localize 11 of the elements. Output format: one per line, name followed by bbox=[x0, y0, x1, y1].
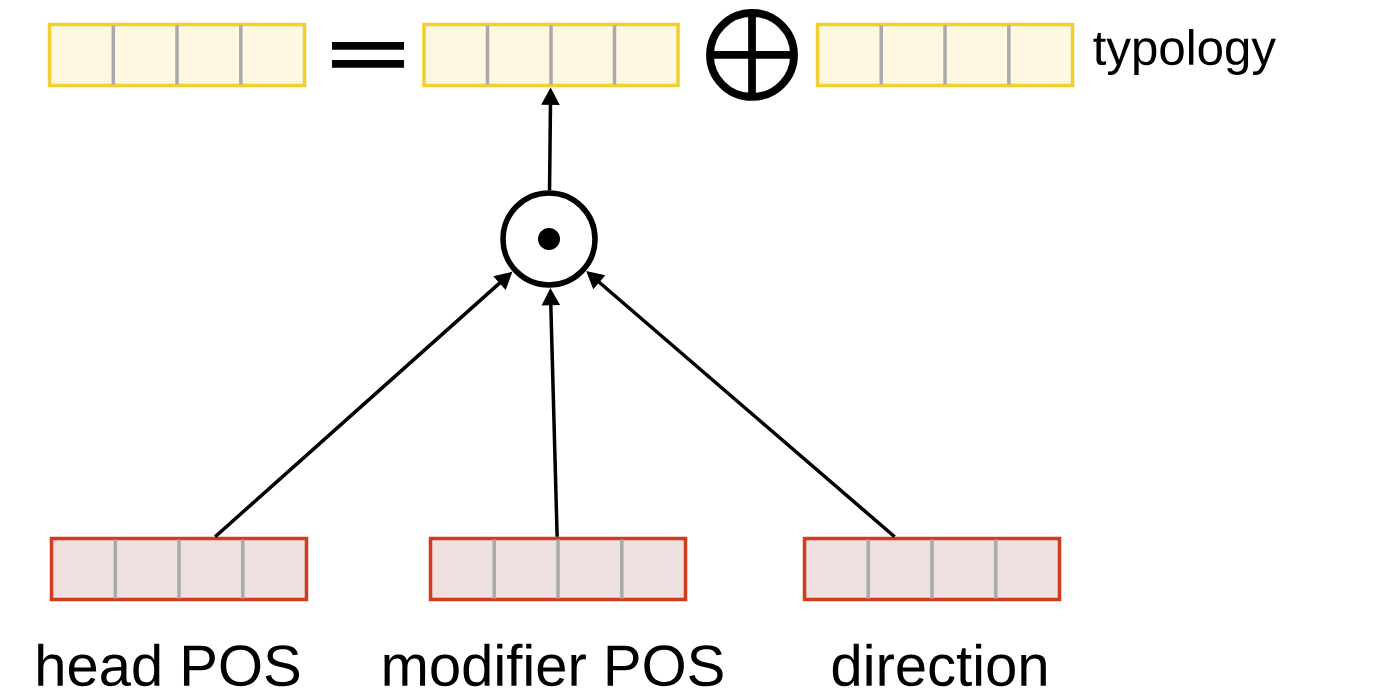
vector-label: typology bbox=[1093, 29, 1276, 75]
vector-label: head POS bbox=[38, 643, 300, 687]
vector-box bbox=[49, 536, 309, 602]
vector-box bbox=[815, 22, 1075, 88]
odot-operator bbox=[500, 190, 598, 288]
vector-box bbox=[422, 22, 680, 88]
vector-label: modifier POS bbox=[384, 643, 723, 687]
vector-box bbox=[802, 536, 1062, 602]
vector-box bbox=[428, 536, 688, 602]
vector-label: direction bbox=[832, 643, 1046, 687]
vector-box bbox=[47, 22, 307, 88]
